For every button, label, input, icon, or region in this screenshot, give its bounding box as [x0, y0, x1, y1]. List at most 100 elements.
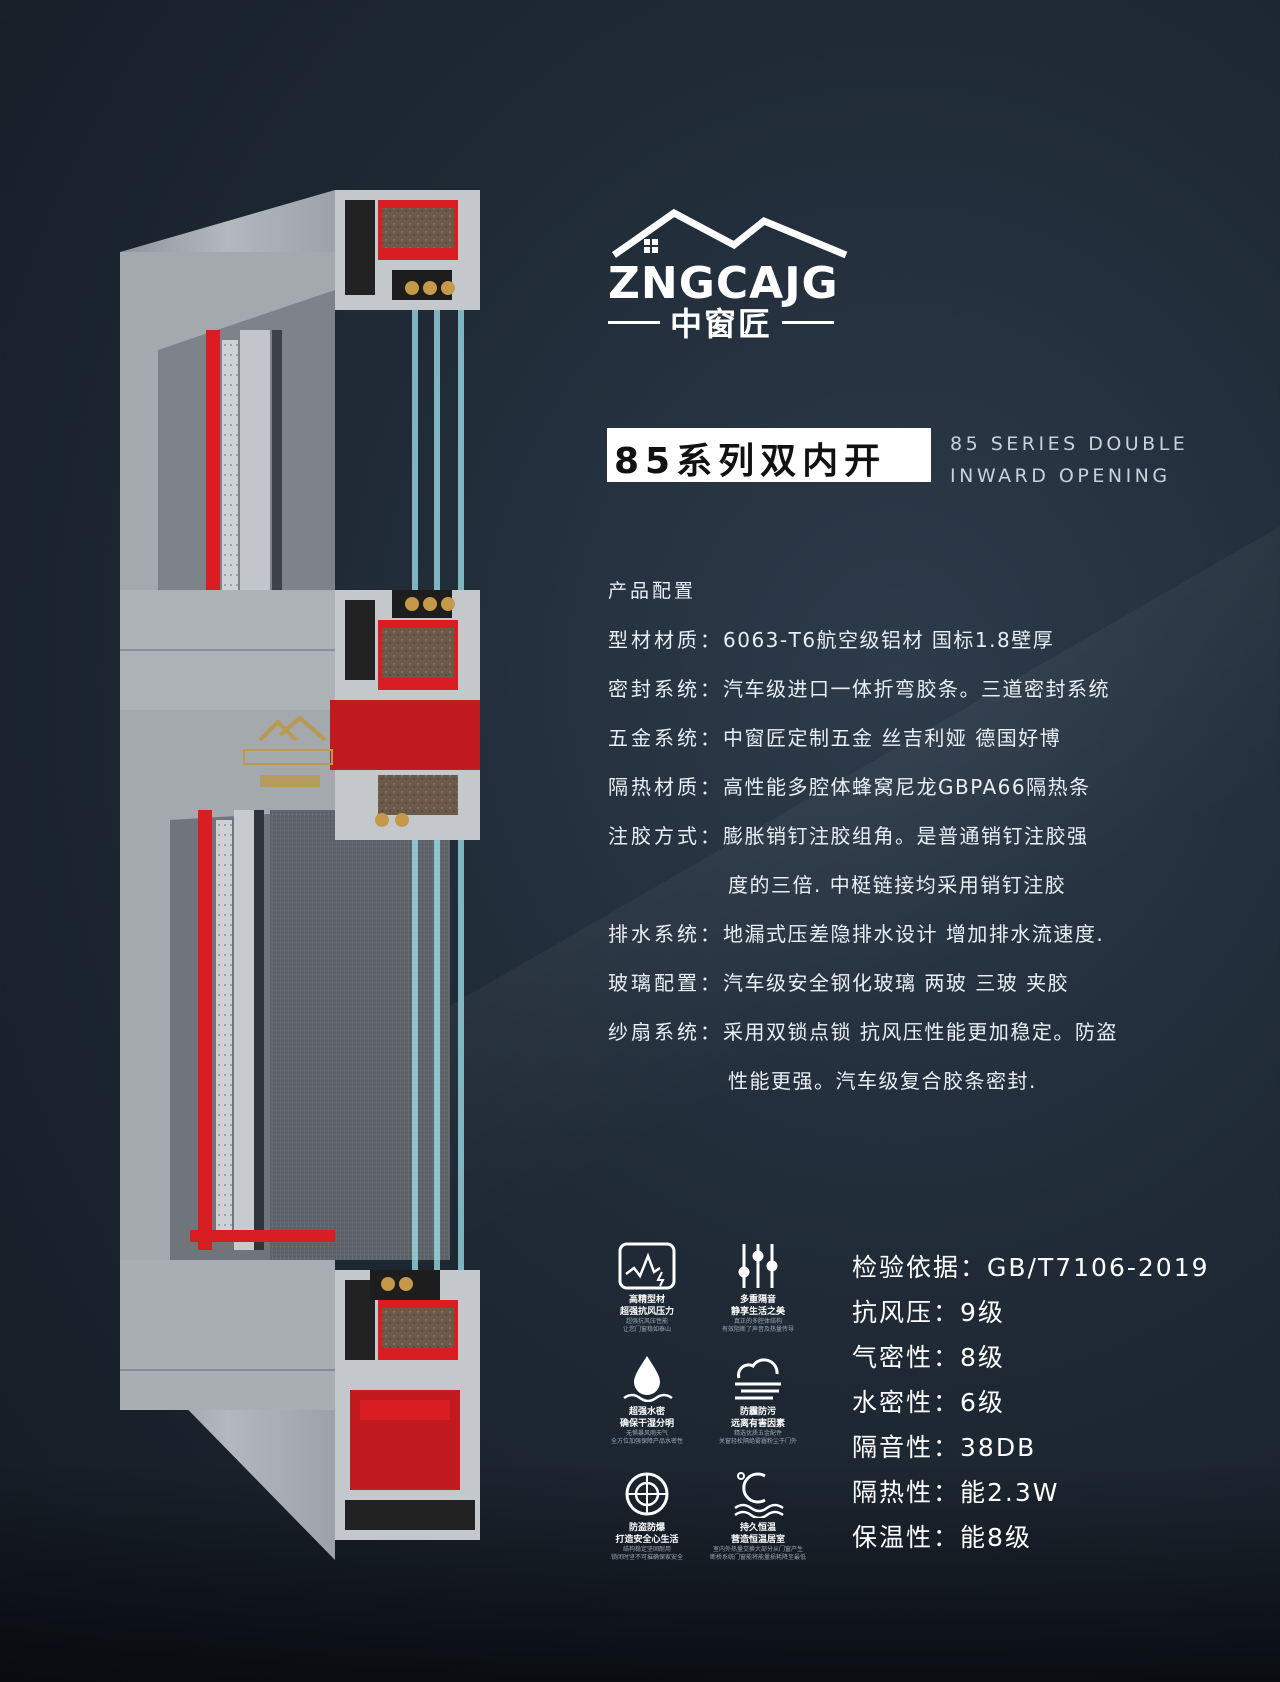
product-title-english: 85 SERIES DOUBLE INWARD OPENING	[950, 428, 1188, 492]
upper-dark-gap	[272, 330, 282, 610]
divider-line	[782, 320, 835, 324]
feature-note: 超强抗风压性能让您门窗稳如泰山	[592, 1318, 702, 1334]
spec-row: 水密性：6级	[852, 1383, 1005, 1419]
feature-note-line: 断桥系统门窗能将能量损耗降至最低	[709, 1554, 806, 1561]
feature-title-line: 多重隔音	[739, 1295, 776, 1305]
spec-value: 能2.3W	[960, 1478, 1060, 1507]
feature-title-line: 打造安全心生活	[615, 1535, 679, 1545]
spec-row: 隔热性：能2.3W	[852, 1473, 1060, 1509]
feature-title: 持久恒温营造恒温居室	[703, 1522, 813, 1546]
feature-title-line: 超强抗风压力	[619, 1307, 674, 1317]
config-label: 五金系统：	[608, 726, 723, 750]
feature-title-line: 营造恒温居室	[730, 1535, 785, 1545]
upper-red-seal	[206, 330, 220, 610]
feature-item: 超强水密确保干湿分明 无惧暴风雨天气全方位加强保障产品水密性	[592, 1354, 702, 1446]
brand-name-latin: ZNGCAJG	[608, 258, 839, 309]
feature-note-line: 真正的多腔体结构	[733, 1318, 782, 1325]
product-title-box	[607, 428, 931, 482]
spec-value: 8级	[960, 1343, 1005, 1372]
feature-title-line: 远离有害因素	[730, 1419, 785, 1429]
config-label: 注胶方式：	[608, 824, 723, 848]
feature-title: 防盗防爆打造安全心生活	[592, 1522, 702, 1546]
config-label: 纱扇系统：	[608, 1020, 723, 1044]
bottom-profile-section	[335, 1270, 480, 1540]
lower-dark-gap	[254, 810, 264, 1250]
spec-label: 气密性：	[852, 1343, 961, 1372]
spec-row: 检验依据：GB/T7106-2019	[852, 1248, 1210, 1284]
lower-perforated-spacer	[216, 820, 232, 1240]
config-value: 高性能多腔体蜂窝尼龙GBPA66隔热条	[723, 775, 1091, 799]
feature-title: 多重隔音静享生活之美	[703, 1294, 813, 1318]
spec-label: 水密性：	[852, 1388, 961, 1417]
feature-note-line: 让您门窗稳如泰山	[622, 1326, 671, 1333]
config-value-continued: 性能更强。汽车级复合胶条密封.	[728, 1069, 1037, 1093]
spec-value: GB/T7106-2019	[987, 1253, 1210, 1282]
feature-note-line: 精选优质五金配件	[733, 1430, 782, 1437]
config-value: 汽车级进口一体折弯胶条。三道密封系统	[723, 677, 1110, 701]
spec-label: 隔热性：	[852, 1478, 961, 1507]
divider-line	[608, 320, 660, 324]
config-value: 汽车级安全钢化玻璃 两玻 三玻 夹胶	[723, 971, 1070, 995]
feature-title-line: 高精型材	[628, 1295, 665, 1305]
pressure-chart-icon	[618, 1242, 676, 1290]
lower-sill-seal	[190, 1230, 335, 1242]
upper-inner-frame	[240, 330, 270, 610]
spec-value: 9级	[960, 1298, 1005, 1327]
spec-row: 保温性：能8级	[852, 1518, 1032, 1554]
feature-note-line: 锁闭时坚不可摧确保家安全	[610, 1554, 683, 1561]
feature-note: 真正的多腔体结构有效阻断了声音及热量传导	[703, 1318, 813, 1334]
feature-note-line: 超强抗风压性能	[625, 1318, 668, 1325]
feature-title: 超强水密确保干湿分明	[592, 1406, 702, 1430]
feature-item: 防盗防爆打造安全心生活 结构稳定坚固耐用锁闭时坚不可摧确保家安全	[592, 1470, 702, 1562]
config-row: 玻璃配置：汽车级安全钢化玻璃 两玻 三玻 夹胶	[608, 967, 1248, 996]
feature-item: 高精型材超强抗风压力 超强抗风压性能让您门窗稳如泰山	[592, 1242, 702, 1334]
background-shadow	[0, 1462, 1280, 1682]
feature-title-line: 静享生活之美	[730, 1307, 785, 1317]
config-value: 采用双锁点锁 抗风压性能更加稳定。防盗	[723, 1020, 1118, 1044]
feature-title-line: 确保干湿分明	[619, 1419, 674, 1429]
feature-note: 精选优质五金配件关窗轻松隔绝雾霾粉尘于门外	[703, 1430, 813, 1446]
feature-title-line: 超强水密	[628, 1407, 665, 1417]
config-value: 地漏式压差隐排水设计 增加排水流速度.	[723, 922, 1105, 946]
config-heading: 产品配置	[608, 580, 697, 602]
frame-logo-emboss	[243, 715, 333, 787]
feature-note: 无惧暴风雨天气全方位加强保障产品水密性	[592, 1430, 702, 1446]
bottom-frame	[120, 1260, 335, 1410]
feature-title: 高精型材超强抗风压力	[592, 1294, 702, 1318]
sound-sliders-icon	[738, 1244, 778, 1288]
thermometer-wave-icon	[734, 1472, 784, 1518]
feature-note-line: 无惧暴风雨天气	[625, 1430, 668, 1437]
config-row: 排水系统：地漏式压差隐排水设计 增加排水流速度.	[608, 918, 1248, 947]
config-label: 玻璃配置：	[608, 971, 723, 995]
feature-note: 结构稳定坚固耐用锁闭时坚不可摧确保家安全	[592, 1546, 702, 1562]
spec-value: 能8级	[960, 1523, 1032, 1552]
feature-note: 室内外热量交换大部分从门窗产生断桥系统门窗能将能量损耗降至最低	[703, 1546, 813, 1562]
background-light-band	[0, 0, 1280, 70]
config-label: 排水系统：	[608, 922, 723, 946]
config-row: 隔热材质：高性能多腔体蜂窝尼龙GBPA66隔热条	[608, 771, 1248, 800]
lower-inner-frame	[234, 810, 254, 1250]
config-row: 型材材质：6063-T6航空级铝材 国标1.8壁厚	[608, 624, 1248, 653]
brand-logo-roof-icon	[611, 208, 848, 259]
product-title-chinese: 85系列双内开	[614, 441, 887, 482]
config-value: 中窗匠定制五金 丝吉利娅 德国好博	[723, 726, 1062, 750]
feature-title-line: 防霾防污	[739, 1407, 776, 1417]
lower-red-seal	[198, 810, 212, 1250]
middle-profile-section	[330, 590, 480, 840]
brand-name-chinese-row: 中窗匠	[608, 302, 858, 343]
feature-item: 防霾防污远离有害因素 精选优质五金配件关窗轻松隔绝雾霾粉尘于门外	[703, 1354, 813, 1446]
feature-title: 防霾防污远离有害因素	[703, 1406, 813, 1430]
water-drop-icon	[623, 1356, 673, 1402]
feature-note-line: 结构稳定坚固耐用	[622, 1546, 671, 1553]
feature-note-line: 全方位加强保障产品水密性	[610, 1438, 683, 1445]
product-title-english-line: 85 SERIES DOUBLE	[950, 433, 1189, 455]
spec-row: 气密性：8级	[852, 1338, 1005, 1374]
haze-cloud-icon	[735, 1358, 781, 1400]
feature-note-line: 室内外热量交换大部分从门窗产生	[712, 1546, 803, 1553]
feature-title-line: 防盗防爆	[628, 1523, 665, 1533]
config-value: 6063-T6航空级铝材 国标1.8壁厚	[723, 628, 1055, 652]
spec-value: 38DB	[960, 1433, 1037, 1462]
config-row: 注胶方式：膨胀销钉注胶组角。是普通销钉注胶强	[608, 820, 1248, 849]
feature-item: 持久恒温营造恒温居室 室内外热量交换大部分从门窗产生断桥系统门窗能将能量损耗降至…	[703, 1470, 813, 1562]
config-value-continued: 度的三倍. 中梃链接均采用销钉注胶	[728, 873, 1067, 897]
